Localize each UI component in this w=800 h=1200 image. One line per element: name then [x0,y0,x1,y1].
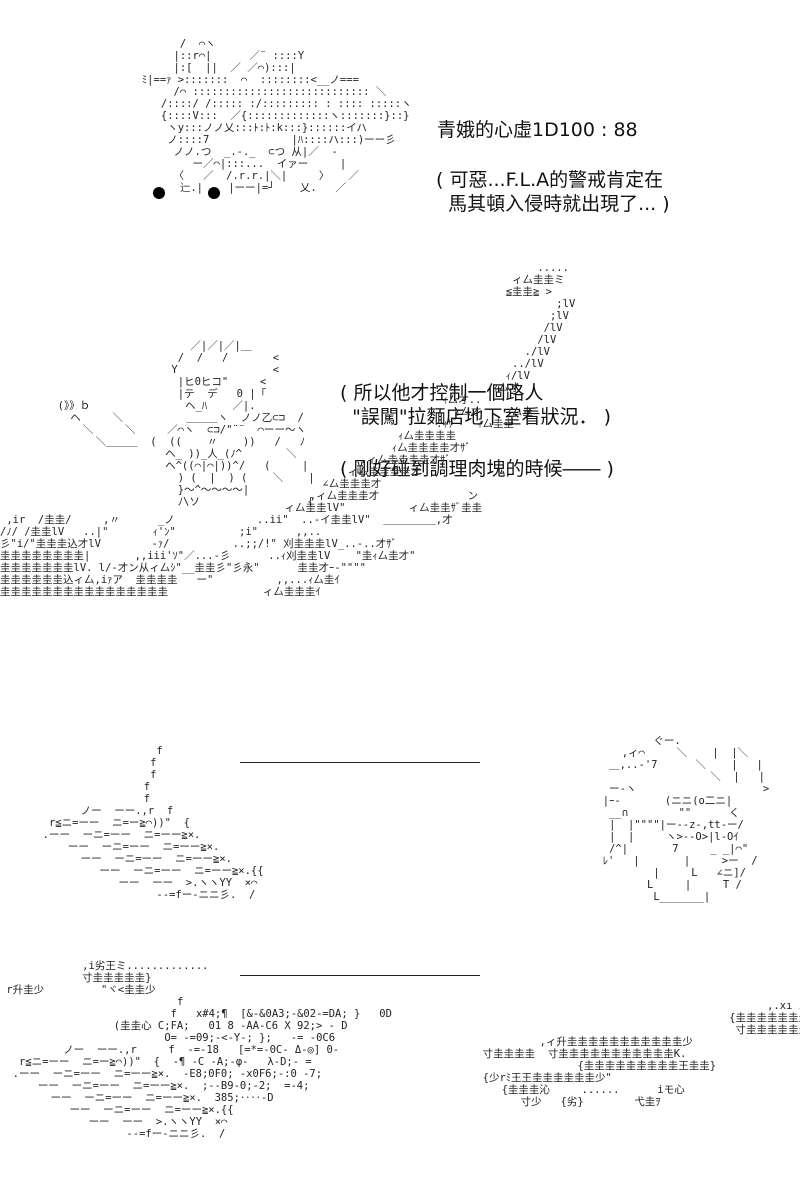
cutting-board-edge [240,975,480,976]
ascii-art-meat-chunks: ,.xı ı ı ı {圭圭圭圭圭圭圭ヽ 寸圭圭圭圭圭圭} ,ィ升圭圭圭圭圭圭圭… [482,1000,800,1108]
ascii-art-chef: ぐー. ,ィ⌒ ＼ | |＼ ＿,..-'7 ＼ | | ＼ | | ー-ヽ > [602,735,770,903]
dice-roll-text: 青娥的心虛1D100 : 88 [437,119,638,141]
ascii-art-cutting-board-bottom: ,i劣王ミ............. 寸圭圭圭圭圭} r升圭少 "ヾ<圭圭少 f… [6,960,392,1140]
thought-bubble-text: ( 剛好碰到調理肉塊的時候―― ) [340,458,614,480]
thought-bubble-text: ( 所以他才控制一個路人 "誤闖"拉麵店地下室看狀況． ) [340,382,612,428]
eye-icon [208,187,220,199]
cutting-board-edge [240,762,480,763]
ascii-art-figure: ／|／|／|＿ / / / < Y < |ヒ0ヒコ" < |テ デ 0 |「 (… [57,340,315,508]
thought-bubble-text: ( 可惡...F.L.A的警戒肯定在 馬其頓入侵時就出現了... ) [436,169,670,215]
ascii-art-tentacle: ..... ィ厶圭圭ミ ≦圭圭≧ > [0,262,576,598]
ascii-art-hero-character: / ⌒ヽ |::r⌒| ／¨ ::::Y |:[ || ／ ／⌒):::| ﾐ|… [141,38,412,194]
eye-icon [153,187,165,199]
ascii-art-cutting-board-top: f f f f f ノー ーー.,r f r≦ニ=ーー ニ=ー≧⌒))" { .… [42,745,264,901]
